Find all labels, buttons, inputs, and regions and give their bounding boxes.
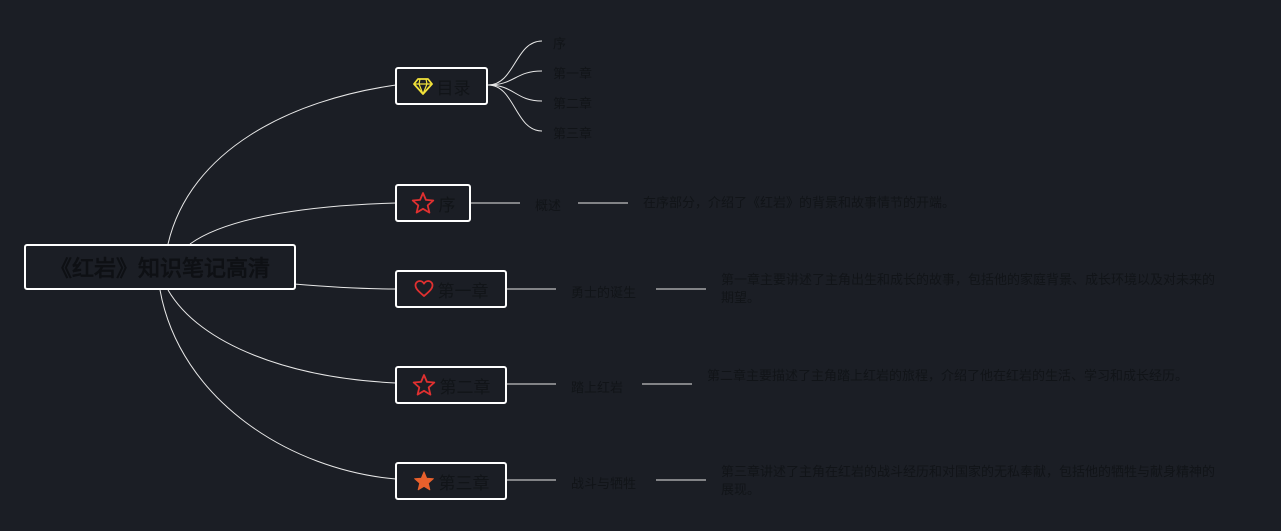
connector-root-ch1 bbox=[293, 283, 397, 290]
connector-root-catalog bbox=[167, 84, 397, 245]
catalog-item[interactable]: 第一章 bbox=[553, 67, 593, 82]
connector-catalog-item-1 bbox=[487, 40, 543, 86]
branch-ch1[interactable]: 第一章 bbox=[395, 270, 507, 308]
branch-ch3[interactable]: 第三章 bbox=[395, 462, 507, 500]
branch-ch2[interactable]: 第二章 bbox=[395, 366, 507, 404]
ch1-detail: 第一章主要讲述了主角出生和成长的故事，包括他的家庭背景、成长环境以及对未来的期望… bbox=[721, 273, 1216, 306]
branch-preface-title: 序 bbox=[438, 195, 456, 216]
branch-ch2-title: 第二章 bbox=[439, 377, 491, 398]
branch-preface[interactable]: 序 bbox=[395, 184, 471, 222]
catalog-item[interactable]: 第三章 bbox=[553, 127, 593, 142]
star-outline-icon bbox=[412, 373, 436, 397]
preface-detail: 在序部分，介绍了《红岩》的背景和故事情节的开端。 bbox=[643, 196, 956, 211]
ch3-summary[interactable]: 战斗与牺牲 bbox=[571, 477, 637, 492]
branch-catalog-title: 目录 bbox=[436, 78, 471, 99]
catalog-item[interactable]: 第二章 bbox=[553, 97, 593, 112]
connector-catalog-item-3 bbox=[487, 84, 543, 102]
branch-ch1-title: 第一章 bbox=[437, 281, 489, 302]
ch1-summary[interactable]: 勇士的诞生 bbox=[571, 286, 637, 301]
connector-root-ch2 bbox=[167, 289, 397, 384]
preface-summary[interactable]: 概述 bbox=[535, 199, 562, 214]
ch2-summary[interactable]: 踏上红岩 bbox=[571, 381, 624, 396]
diamond-icon bbox=[412, 76, 433, 96]
ch3-detail: 第三章讲述了主角在红岩的战斗经历和对国家的无私奉献，包括他的牺牲与献身精神的展现… bbox=[721, 465, 1216, 498]
root-title: 《红岩》知识笔记高清 bbox=[49, 257, 270, 282]
branch-catalog[interactable]: 目录 bbox=[395, 67, 488, 105]
connector-catalog-item-4 bbox=[487, 84, 543, 132]
branch-ch3-title: 第三章 bbox=[438, 473, 490, 494]
star-filled-icon bbox=[413, 470, 435, 492]
connector-root-ch3 bbox=[159, 289, 397, 480]
root-node[interactable]: 《红岩》知识笔记高清 bbox=[24, 244, 296, 290]
connector-root-preface bbox=[189, 202, 397, 245]
catalog-item[interactable]: 序 bbox=[553, 37, 567, 52]
heart-outline-icon bbox=[414, 279, 434, 299]
connector-catalog-item-2 bbox=[487, 70, 543, 86]
star-outline-icon bbox=[411, 191, 435, 215]
ch2-detail: 第二章主要描述了主角踏上红岩的旅程，介绍了他在红岩的生活、学习和成长经历。 bbox=[707, 369, 1189, 384]
